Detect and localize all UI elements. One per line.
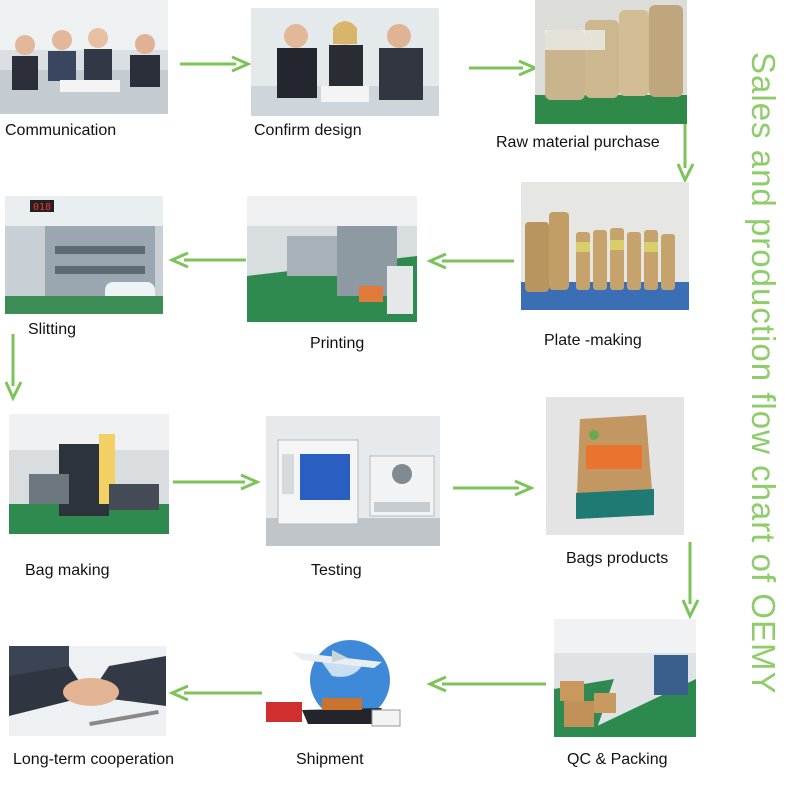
bag-making-photo	[9, 414, 169, 534]
bag-making-label: Bag making	[25, 562, 110, 579]
svg-text:018: 018	[33, 202, 51, 213]
arrow-bag-making-to-testing	[173, 473, 261, 491]
arrow-confirm-design-to-raw-material	[469, 59, 539, 77]
plate-making-label: Plate -making	[544, 332, 642, 349]
testing-photo	[266, 416, 440, 546]
qc-packing-label: QC & Packing	[567, 751, 668, 768]
confirm-design-photo	[251, 8, 439, 116]
bags-products-photo	[546, 397, 684, 535]
flow-chart-title: Sales and production flow chart of OEMY	[745, 52, 782, 695]
shipment-label: Shipment	[296, 751, 364, 768]
testing-label: Testing	[311, 562, 362, 579]
communication-photo	[0, 0, 168, 114]
arrow-testing-to-bags-products	[453, 479, 535, 497]
arrow-bags-products-to-qc-packing	[681, 542, 701, 620]
printing-photo	[247, 196, 417, 322]
printing-label: Printing	[310, 335, 365, 352]
arrow-shipment-to-long-term	[168, 684, 262, 702]
slitting-label: Slitting	[28, 321, 77, 338]
arrow-qc-packing-to-shipment	[426, 675, 546, 693]
slitting-photo: 018	[5, 196, 163, 314]
arrow-slitting-to-bag-making	[4, 334, 24, 402]
raw-material-photo	[535, 0, 687, 124]
confirm-design-label: Confirm design	[254, 122, 362, 139]
communication-label: Communication	[5, 122, 117, 139]
arrow-raw-material-to-plate-making	[676, 124, 696, 184]
raw-material-label: Raw material purchase	[496, 134, 660, 151]
qc-packing-photo	[554, 619, 696, 737]
long-term-label: Long-term cooperation	[13, 751, 174, 768]
arrow-printing-to-slitting	[168, 251, 246, 269]
bags-products-label: Bags products	[566, 550, 669, 567]
long-term-photo	[9, 646, 166, 736]
arrow-communication-to-confirm-design	[180, 55, 252, 73]
arrow-plate-making-to-printing	[426, 252, 514, 270]
shipment-photo	[262, 632, 404, 736]
plate-making-photo	[521, 182, 689, 310]
